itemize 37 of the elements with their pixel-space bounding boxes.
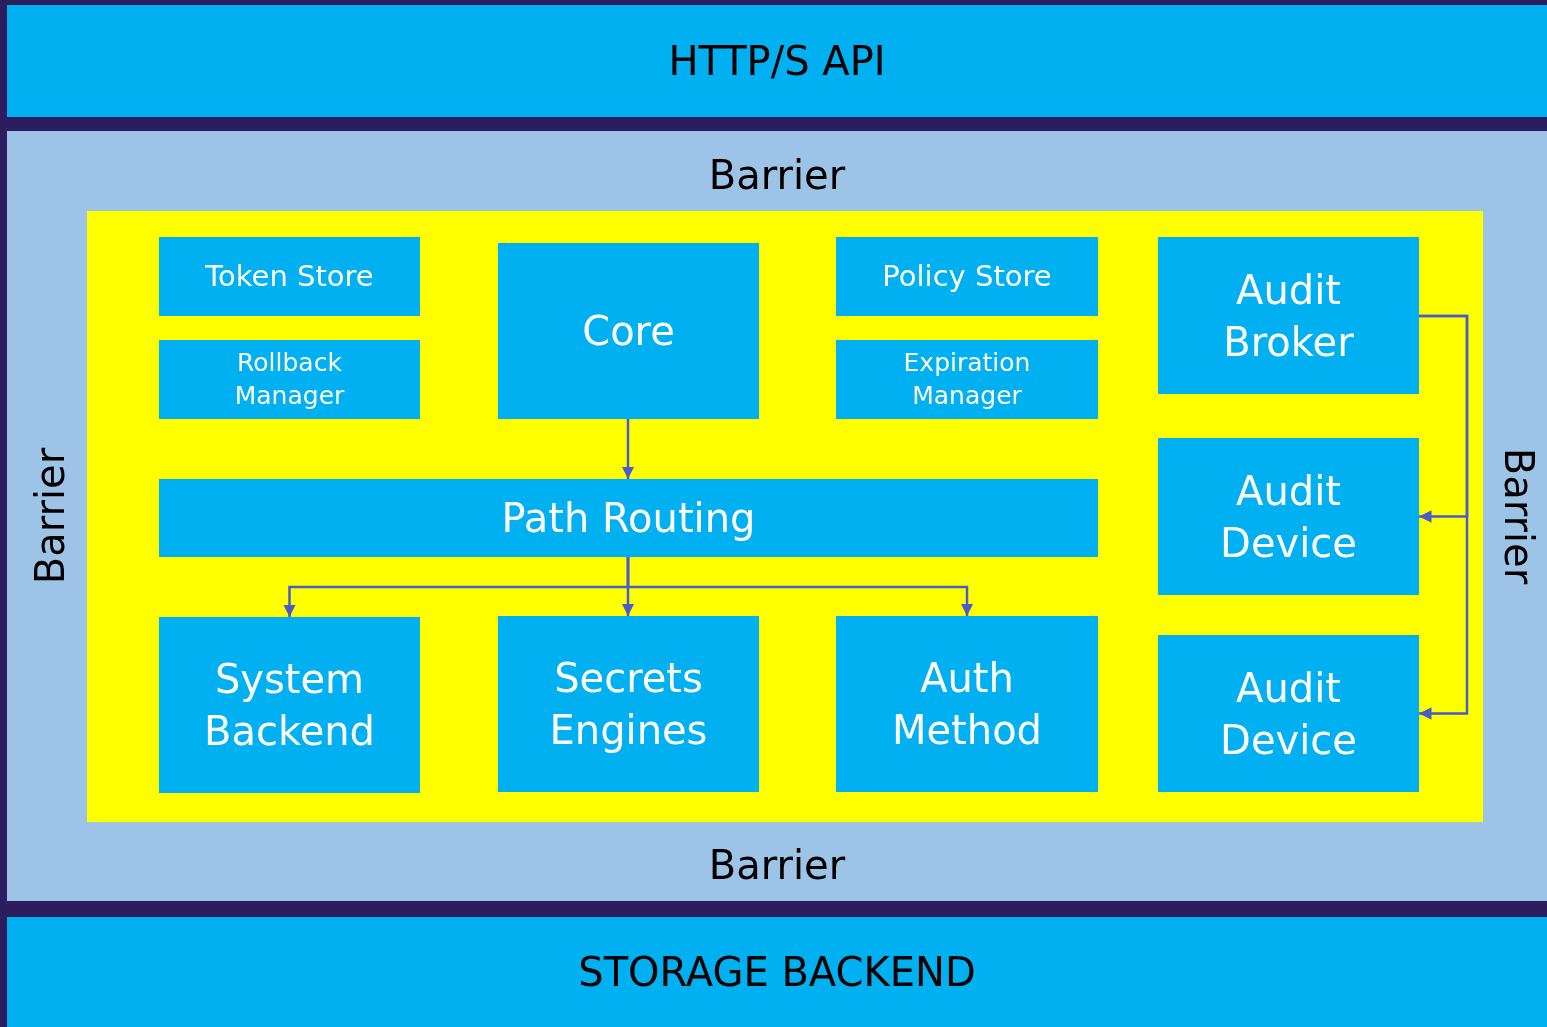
component-label: System Backend (202, 655, 376, 756)
component-label: Expiration Manager (902, 347, 1032, 412)
component-label: Audit Broker (1222, 265, 1355, 367)
component-label: Audit Device (1219, 466, 1358, 568)
component-box (1158, 438, 1419, 595)
component-box (1158, 635, 1419, 792)
component-label: Auth Method (891, 654, 1043, 755)
arrow (1419, 314, 1469, 720)
component-box (159, 237, 420, 316)
component-label: Rollback Manager (233, 347, 346, 412)
arrow (621, 419, 635, 479)
component-label: Secrets Engines (548, 654, 709, 755)
component-label: Token Store (204, 257, 375, 295)
component-label: Policy Store (881, 257, 1053, 295)
storage-band (7, 917, 1547, 1027)
component-box (159, 617, 420, 793)
component-box (498, 243, 759, 419)
core-panel (87, 211, 1483, 822)
component-label: HTTP/S API (667, 37, 887, 86)
component-label: STORAGE BACKEND (577, 948, 977, 997)
api-band (7, 5, 1547, 117)
component-box (159, 340, 420, 419)
component-label: Core (581, 307, 676, 356)
routing-bar (159, 479, 1098, 557)
component-box (498, 616, 759, 792)
component-box (836, 340, 1098, 419)
component-label: Path Routing (500, 494, 757, 543)
barrier-panel (7, 131, 1547, 901)
component-box (836, 237, 1098, 316)
barrier-label: Barrier (1495, 447, 1543, 585)
barrier-label: Barrier (26, 447, 74, 585)
component-box (836, 616, 1098, 792)
component-box (1158, 237, 1419, 394)
arrow (626, 557, 974, 616)
barrier-label: Barrier (707, 841, 847, 890)
barrier-label: Barrier (707, 151, 847, 200)
component-label: Audit Device (1219, 663, 1358, 765)
